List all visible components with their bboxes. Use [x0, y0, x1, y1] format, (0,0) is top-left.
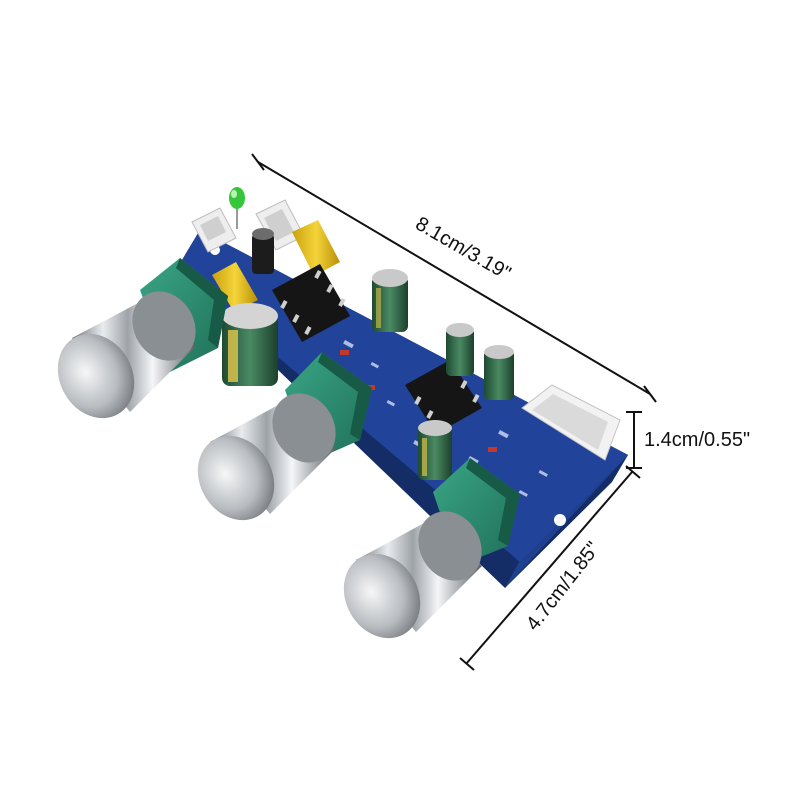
- connector-left-2pin: [191, 207, 237, 253]
- electrolytic-capacitor: [372, 269, 408, 332]
- electrolytic-capacitor: [484, 345, 514, 400]
- dimension-width: [459, 465, 641, 671]
- electrolytic-capacitor: [418, 420, 452, 480]
- film-capacitor: [212, 262, 258, 312]
- mounting-hole: [554, 514, 566, 526]
- film-capacitor: [292, 220, 340, 276]
- ic-chip: [272, 264, 350, 342]
- height-label: 1.4cm/0.55": [644, 429, 750, 451]
- dimension-length: [251, 153, 657, 403]
- knob-middle: [197, 393, 336, 521]
- dimension-height: [626, 411, 642, 469]
- knob-left: [57, 291, 196, 419]
- length-label: 8.1cm/3.19": [412, 213, 515, 285]
- electrolytic-capacitor-large: [222, 303, 278, 386]
- electrolytic-capacitor-small: [252, 228, 274, 274]
- led-indicator: [229, 187, 245, 229]
- knob-right: [343, 511, 482, 639]
- electrolytic-capacitor: [446, 323, 474, 376]
- connector-right-5pin: [521, 384, 621, 461]
